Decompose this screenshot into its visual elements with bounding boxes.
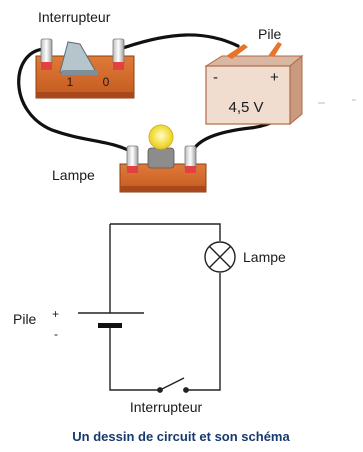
circuit-schema [109, 223, 221, 391]
switch-terminal-right [112, 38, 125, 66]
battery-tab-minus [226, 44, 248, 59]
bulb-icon [148, 124, 174, 150]
schema-battery-symbol [78, 312, 144, 328]
schema-wire-right [186, 273, 221, 391]
lamp-socket [147, 147, 175, 169]
wire-switch-to-battery [121, 33, 240, 50]
battery-voltage: 4,5 V [228, 99, 263, 116]
battery-plus-sign: + [270, 69, 279, 86]
battery-tab-plus [268, 42, 282, 57]
lamp-illustration: Lampe [52, 124, 207, 193]
switch-terminal-left [40, 38, 53, 66]
lamp-label: Lampe [52, 167, 95, 183]
wire-switch-to-lamp [17, 47, 134, 154]
schema-battery-label: Pile [13, 311, 37, 327]
battery-body [205, 65, 291, 125]
figure-caption: Un dessin de circuit et son schéma [72, 429, 290, 444]
switch-mark-off: 0 [103, 75, 110, 89]
schema-battery-minus: - [54, 327, 58, 341]
battery-minus-sign: - [213, 69, 218, 86]
schema-lamp-label: Lampe [243, 249, 286, 265]
switch-illustration: 1 0 Interrupteur [35, 9, 135, 99]
schema-switch-label: Interrupteur [130, 399, 203, 415]
switch-mark-on: 1 [67, 75, 74, 89]
schema-battery-plus: + [52, 307, 59, 321]
battery-illustration: - + 4,5 V Pile [204, 26, 304, 126]
battery-label: Pile [258, 26, 282, 42]
schema-wire-bottom-left [109, 327, 158, 391]
schema-lamp-symbol [204, 241, 236, 273]
schema-switch-symbol [157, 377, 189, 393]
schema-wire-top [110, 223, 221, 241]
switch-label: Interrupteur [38, 9, 111, 25]
